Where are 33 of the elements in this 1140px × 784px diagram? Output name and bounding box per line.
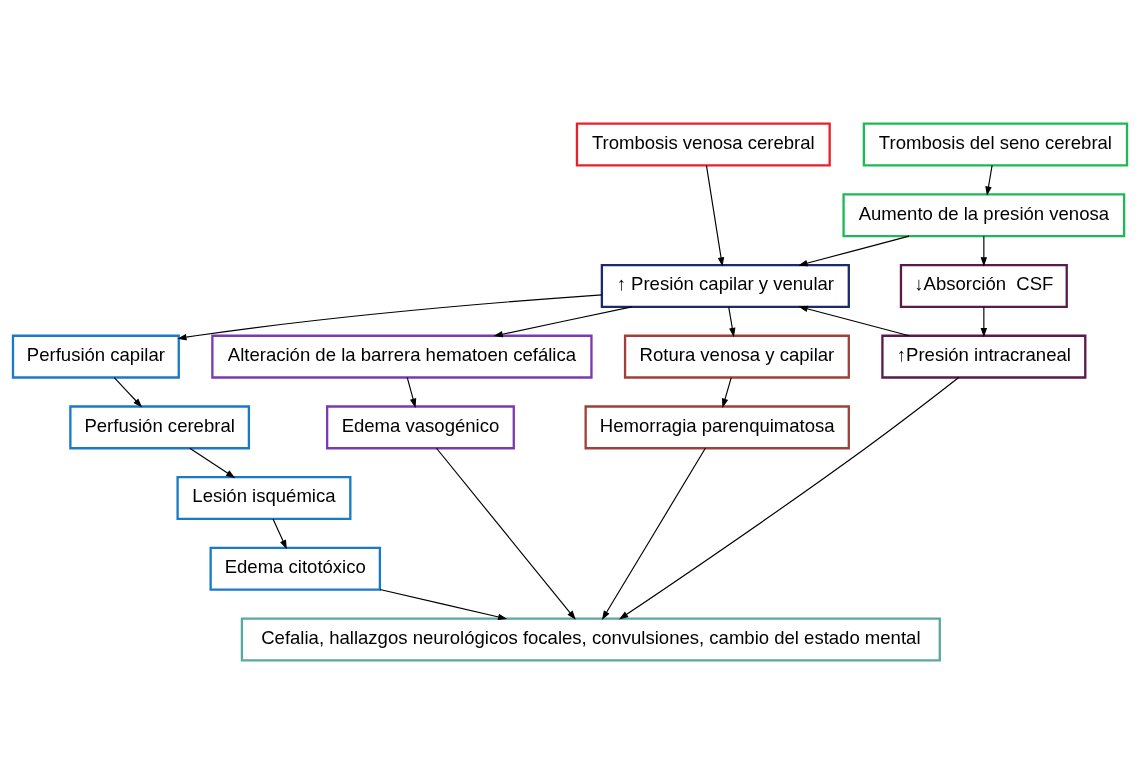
arrow [721, 377, 732, 408]
arrow [980, 235, 988, 267]
node-box: Hemorragia parenquimatosa [584, 405, 850, 450]
node-box: Trombosis del seno cerebral [862, 122, 1129, 167]
node-box: Aumento de la presión venosa [842, 193, 1126, 238]
node-box: Edema vasogénico [325, 405, 515, 450]
node-box: ↓Absorción CSF [899, 263, 1068, 308]
arrow [798, 235, 910, 267]
arrow [113, 377, 143, 408]
node-box: ↑Presión intracraneal [881, 334, 1087, 379]
arrow [985, 164, 993, 196]
node-box: ↑ Presión capilar y venular [600, 263, 850, 308]
arrow [177, 294, 603, 341]
arrow [619, 377, 960, 620]
node-box: Perfusión capilar [11, 334, 180, 379]
arrow [601, 447, 706, 620]
node-box: Rotura venosa y capilar [623, 334, 850, 379]
arrow [435, 447, 576, 620]
arrow [705, 165, 725, 267]
arrow [798, 305, 910, 337]
arrow [406, 377, 417, 408]
arrow [189, 447, 236, 479]
arrow [493, 306, 633, 338]
arrow [379, 588, 508, 621]
node-box: Edema citotóxico [209, 546, 382, 591]
node-box: Trombosis venosa cerebral [575, 122, 831, 167]
node-box: Alteración de la barrera hematoen cefálica [211, 334, 593, 379]
node-box: Perfusión cerebral [69, 405, 251, 450]
arrow [728, 306, 736, 338]
arrow [272, 518, 287, 550]
arrow [980, 306, 988, 338]
node-box: Lesión isquémica [176, 476, 352, 521]
node-box: Cefalia, hallazgos neurológicos focales, convulsiones, cambio del estado mental [240, 617, 941, 662]
